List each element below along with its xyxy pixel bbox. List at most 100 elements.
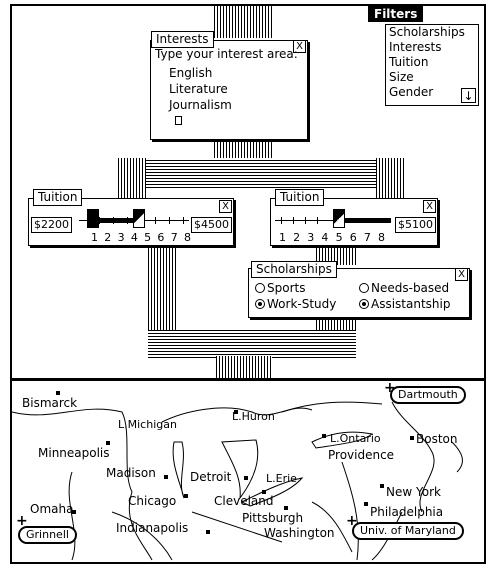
city-chicago: Chicago (128, 494, 177, 508)
slider-tick (293, 217, 294, 224)
connector-right-bottom (316, 245, 356, 265)
filter-item-size[interactable]: Size (389, 70, 414, 84)
interest-item[interactable]: Literature (169, 82, 228, 96)
map-outlines (12, 401, 463, 561)
cursor-box-icon (175, 116, 182, 125)
connector-left-down (118, 158, 146, 198)
slider-tick (317, 217, 318, 224)
filter-item-interests[interactable]: Interests (389, 40, 442, 54)
radio-sports[interactable]: Sports (255, 281, 305, 295)
connector-top (214, 6, 272, 38)
school-grinnell[interactable]: Grinnell (18, 526, 77, 544)
lake-erie: L.Erie (266, 472, 297, 485)
college-marker-icon: + (384, 380, 396, 396)
tick-labels: 1 2 3 4 5 6 7 8 (91, 231, 191, 244)
city-dot (206, 530, 210, 534)
city-dot (322, 434, 326, 438)
slider-thumb[interactable] (333, 209, 345, 228)
city-pittsburgh: Pittsburgh (242, 511, 304, 525)
filter-item-tuition[interactable]: Tuition (389, 55, 429, 69)
tick-label: 8 (183, 231, 191, 244)
slider-thumb-min[interactable] (87, 209, 99, 228)
college-marker-icon: + (16, 513, 28, 529)
city-new-york: New York (386, 485, 441, 499)
filter-item-scholarships[interactable]: Scholarships (389, 25, 465, 39)
tuition-title: Tuition (33, 189, 83, 206)
city-dot (380, 484, 384, 488)
tuition-max-value[interactable]: $4500 (191, 217, 232, 233)
slider-thumb-max[interactable] (133, 209, 145, 228)
tick-label: 5 (144, 231, 152, 244)
tick-label: 5 (335, 231, 343, 244)
tuition-min-value[interactable]: $2200 (31, 217, 72, 233)
slider-tick (113, 217, 114, 224)
radio-icon (359, 283, 369, 293)
tick-label: 6 (157, 231, 165, 244)
close-icon[interactable]: X (219, 200, 232, 213)
connector-horizontal-top (118, 158, 404, 188)
filter-item-gender[interactable]: Gender (389, 85, 434, 99)
radio-label: Assistantship (371, 297, 451, 311)
tuition-window-left[interactable]: Tuition X $2200 $4500 1 2 3 4 5 6 7 8 (28, 189, 234, 246)
map-divider (10, 378, 486, 381)
text-cursor[interactable] (169, 113, 295, 129)
lake-huron: L.Huron (232, 410, 275, 423)
slider-tick (127, 217, 128, 224)
city-bismarck: Bismarck (22, 396, 78, 410)
interest-item[interactable]: Journalism (169, 98, 232, 112)
city-detroit: Detroit (190, 470, 232, 484)
city-dot (72, 510, 76, 514)
city-dot (184, 494, 188, 498)
slider-range (341, 218, 391, 223)
close-icon[interactable]: X (293, 40, 306, 53)
city-dot (410, 436, 414, 440)
close-icon[interactable]: X (423, 200, 436, 213)
tuition-title: Tuition (275, 189, 325, 206)
city-dot (164, 475, 168, 479)
school-maryland[interactable]: Univ. of Maryland (352, 522, 464, 540)
scroll-down-icon[interactable]: ↓ (461, 88, 476, 103)
tick-label: 2 (293, 231, 301, 244)
slider-range (97, 218, 141, 223)
city-washington: Washington (264, 526, 335, 540)
city-boston: Boston (416, 432, 458, 446)
interests-input[interactable]: English Literature Journalism (163, 65, 295, 133)
slider-tick (169, 217, 170, 224)
tick-labels: 1 2 3 4 5 6 7 8 (279, 231, 385, 244)
connector-to-map (216, 356, 272, 378)
tick-label: 1 (91, 231, 98, 244)
scholarships-title: Scholarships (251, 261, 337, 278)
city-dot (364, 502, 368, 506)
interests-prompt: Type your interest area: (155, 47, 298, 61)
tick-label: 1 (279, 231, 286, 244)
close-icon[interactable]: X (455, 268, 468, 281)
filters-title: Filters (368, 6, 424, 22)
radio-needs-based[interactable]: Needs-based (359, 281, 449, 295)
city-minneapolis: Minneapolis (38, 446, 110, 460)
interest-item[interactable]: English (169, 66, 213, 80)
city-indianapolis: Indianapolis (116, 521, 189, 535)
city-dot (244, 476, 248, 480)
interests-window[interactable]: Interests X Type your interest area: Eng… (150, 31, 308, 140)
tick-label: 4 (321, 231, 329, 244)
tick-label: 3 (117, 231, 125, 244)
main-frame (10, 4, 486, 564)
scholarships-window[interactable]: Scholarships X Sports Needs-based Work-S… (248, 261, 470, 318)
radio-icon (255, 283, 265, 293)
city-providence: Providence (328, 448, 395, 462)
school-dartmouth[interactable]: Dartmouth (390, 386, 466, 404)
filters-panel[interactable]: Filters Scholarships Interests Tuition S… (368, 6, 479, 106)
tick-label: 8 (377, 231, 385, 244)
tuition-window-right[interactable]: Tuition X $5100 1 2 3 4 5 6 7 8 (270, 189, 438, 246)
radio-assistantship[interactable]: Assistantship (359, 297, 450, 311)
city-cleveland: Cleveland (214, 494, 274, 508)
slider-tick (99, 217, 100, 224)
radio-work-study[interactable]: Work-Study (255, 297, 336, 311)
city-dot (262, 490, 266, 494)
tick-label: 4 (130, 231, 138, 244)
filters-list[interactable]: Scholarships Interests Tuition Size Gend… (385, 24, 479, 106)
lake-michigan: L.Michigan (118, 418, 177, 431)
tuition-max-value[interactable]: $5100 (395, 217, 436, 233)
connector-interests-down (214, 140, 272, 160)
